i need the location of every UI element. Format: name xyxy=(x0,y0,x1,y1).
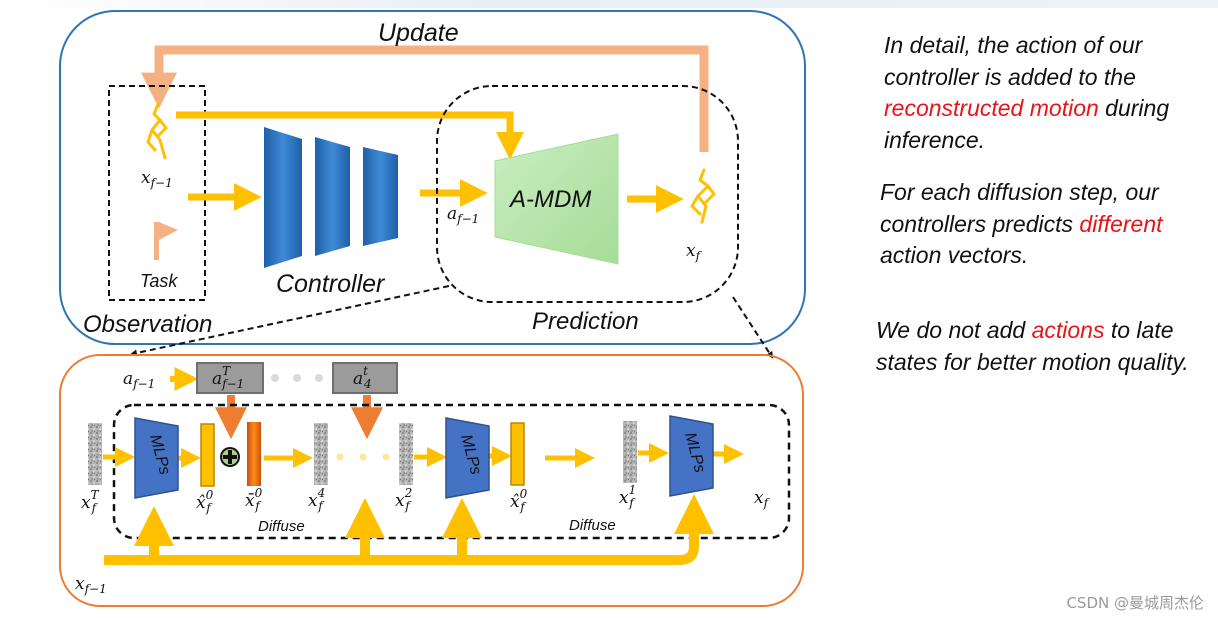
xbar-bar xyxy=(247,422,261,486)
x-f-minus-1-label: xf−1 xyxy=(141,168,173,190)
skip-arrow xyxy=(176,111,524,160)
top-strip xyxy=(0,0,1218,8)
a-f-minus-1-label: af−1 xyxy=(447,204,479,226)
note-diffusion-step: For each diffusion step, our controllers… xyxy=(880,177,1180,272)
note-2-highlight: different xyxy=(1079,210,1163,237)
note-1-text-a: In detail, the action of our controller … xyxy=(884,32,1143,90)
update-label: Update xyxy=(378,19,459,47)
note-3-highlight: actions xyxy=(1031,317,1105,343)
label-xf-out: xf xyxy=(754,488,771,510)
xhat-bar-2 xyxy=(510,422,525,486)
update-arrow xyxy=(141,45,709,152)
note-1-highlight: reconstructed motion xyxy=(884,95,1099,121)
noise-bar-x1 xyxy=(623,421,637,483)
mlps-block-2: MLPs xyxy=(445,417,490,499)
zoom-line-left xyxy=(130,285,450,357)
note-3-text-a: We do not add xyxy=(876,317,1026,343)
mlps-block-1: MLPs xyxy=(134,417,179,499)
task-label: Task xyxy=(140,271,178,291)
task-flag-icon xyxy=(154,222,178,260)
noise-bar-x2 xyxy=(399,423,413,485)
bottom-panel-frame xyxy=(59,354,804,607)
bottom-a-input-label: af−1 xyxy=(123,369,155,391)
diffuse-label-2: Diffuse xyxy=(569,517,616,534)
mlps-block-3: MLPs xyxy=(669,415,714,497)
top-panel-frame xyxy=(59,10,806,345)
diffusion-loop-box xyxy=(112,403,791,540)
noise-bar-x4 xyxy=(314,423,328,485)
note-late-states: We do not add actions to late states for… xyxy=(876,315,1196,378)
action-box-T xyxy=(196,362,264,394)
observation-label: Observation xyxy=(83,311,212,338)
noise-bar-xT xyxy=(88,423,102,485)
bottom-x-input-label: xf−1 xyxy=(75,574,107,596)
add-operator-icon xyxy=(220,447,240,467)
prediction-box xyxy=(436,85,739,303)
xhat-bar-1 xyxy=(200,423,215,487)
amdm-label: A-MDM xyxy=(508,186,591,213)
input-pose-icon xyxy=(146,102,168,160)
prediction-label: Prediction xyxy=(532,308,639,335)
observation-box xyxy=(108,85,206,301)
bottom-feed-arrows xyxy=(104,493,714,565)
action-box-t xyxy=(332,362,398,394)
note-1-text-b: during inference. xyxy=(884,95,1170,153)
controller-label: Controller xyxy=(276,270,386,298)
output-pose-icon xyxy=(690,168,716,224)
note-reconstructed-motion: In detail, the action of our controller … xyxy=(884,30,1204,156)
controller-block xyxy=(264,127,398,268)
flow-arrows xyxy=(103,443,745,468)
amdm-block xyxy=(494,133,619,265)
zoom-line-right xyxy=(732,296,774,359)
note-2-text-a: For each diffusion step, our controllers… xyxy=(880,179,1159,237)
watermark: CSDN @曼城周杰伦 xyxy=(1066,594,1204,612)
note-2-text-b: action vectors. xyxy=(880,242,1029,268)
x-f-label: xf xyxy=(686,241,703,263)
ellipsis-dots-mid xyxy=(336,453,390,461)
note-3-text-b: to late states for better motion quality… xyxy=(876,317,1189,375)
ellipsis-dots-top xyxy=(271,374,323,382)
diffuse-label-1: Diffuse xyxy=(258,518,305,535)
